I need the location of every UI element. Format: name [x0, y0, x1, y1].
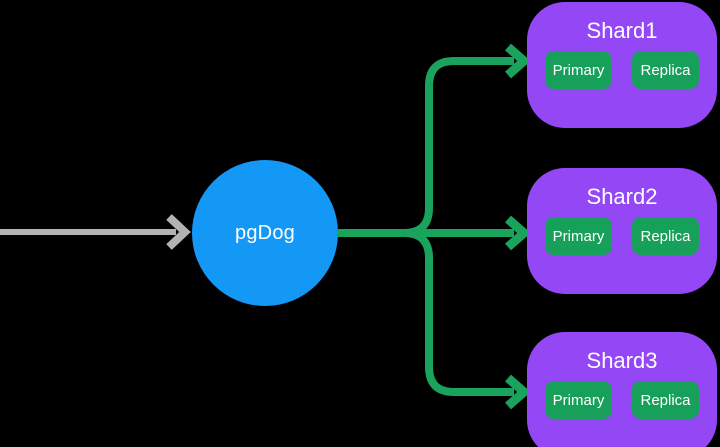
pgdog-label: pgDog: [235, 221, 295, 244]
shard2-node-row: Primary Replica: [545, 217, 699, 255]
shard2-primary-node: Primary: [545, 217, 612, 255]
shard3-arrow-head-icon: [505, 374, 531, 410]
shard1-container: Shard1 Primary Replica: [527, 2, 717, 128]
pgdog-to-shard1-arrow: [360, 43, 531, 237]
shard3-container: Shard3 Primary Replica: [527, 332, 717, 447]
shard3-primary-node: Primary: [545, 381, 612, 419]
shard2-container: Shard2 Primary Replica: [527, 168, 717, 294]
pgdog-to-shard3-arrow: [360, 229, 531, 410]
shard1-node-row: Primary Replica: [545, 51, 699, 89]
shard2-title: Shard2: [586, 184, 658, 209]
shard1-arrow-shaft: [360, 57, 514, 237]
shard1-arrow-head-icon: [505, 43, 531, 79]
shard2-arrow-head-icon: [505, 215, 531, 251]
client-arrow-head-icon: [166, 214, 191, 250]
client-to-pgdog-arrow: [0, 214, 191, 250]
pgdog-proxy-node: pgDog: [192, 160, 338, 306]
shard3-title: Shard3: [586, 348, 658, 373]
shard3-replica-node: Replica: [632, 381, 699, 419]
shard3-arrow-shaft: [360, 229, 514, 396]
shard1-replica-node: Replica: [632, 51, 699, 89]
shard2-replica-node: Replica: [632, 217, 699, 255]
shard1-primary-node: Primary: [545, 51, 612, 89]
shard3-node-row: Primary Replica: [545, 381, 699, 419]
shard1-title: Shard1: [586, 18, 658, 43]
